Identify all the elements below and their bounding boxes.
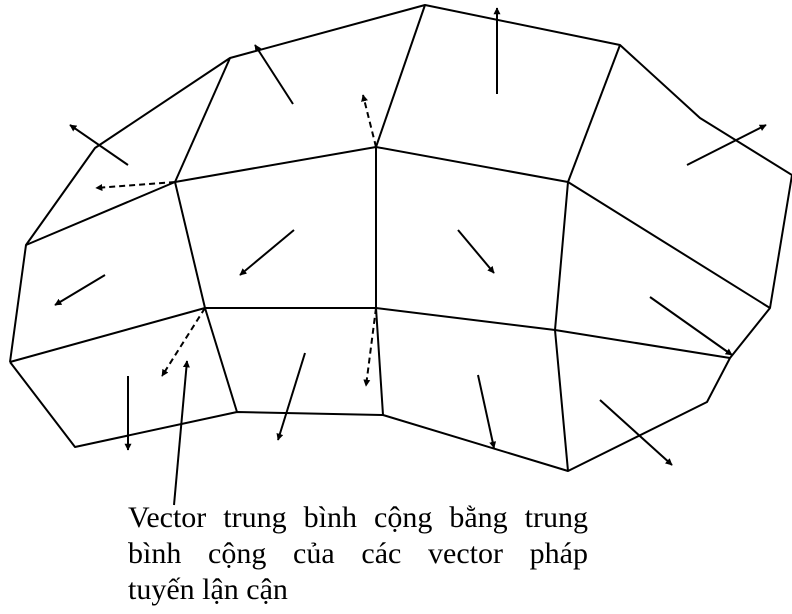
average-normal-arrow-2 bbox=[361, 94, 377, 148]
face-normal-arrow-6 bbox=[239, 229, 295, 276]
face-normal-arrow-10 bbox=[276, 352, 306, 441]
face-normal-arrow-2 bbox=[254, 44, 294, 105]
mesh-edge-5 bbox=[375, 4, 426, 148]
face-normals bbox=[54, 7, 767, 466]
caption-line-1: Vector trung bình cộng bằng trung bbox=[128, 501, 588, 534]
caption-pointer-arrow bbox=[173, 360, 190, 506]
mesh-edge-8 bbox=[375, 147, 384, 416]
average-normal-arrow-3 bbox=[161, 307, 206, 377]
mesh-edge-4 bbox=[174, 57, 231, 183]
caption-line-2: bình cộng của các vector pháp bbox=[128, 537, 588, 570]
mesh-edge-3 bbox=[9, 307, 731, 363]
average-normal-arrow-4 bbox=[363, 307, 377, 387]
average-normal-arrow-1 bbox=[95, 181, 176, 192]
face-normal-arrow-1 bbox=[69, 124, 129, 166]
face-normal-arrow-7 bbox=[457, 229, 495, 274]
caption-line-3: tuyến lận cận bbox=[128, 573, 288, 606]
face-normal-arrow-4 bbox=[686, 124, 767, 166]
face-normal-arrow-5 bbox=[54, 274, 106, 306]
mesh-edge-9 bbox=[554, 181, 569, 472]
face-normal-arrow-11 bbox=[477, 374, 497, 449]
mesh-edge-6 bbox=[567, 44, 621, 183]
caption-pointer bbox=[173, 360, 190, 506]
face-normal-arrow-8 bbox=[649, 296, 733, 356]
mesh-edge-7 bbox=[174, 181, 238, 413]
face-normal-arrow-12 bbox=[599, 399, 673, 466]
caption-text: Vector trung bình cộng bằng trung bình c… bbox=[128, 500, 588, 608]
average-vertex-normals bbox=[95, 94, 377, 387]
mesh-edge-1 bbox=[9, 4, 792, 472]
mesh-edge-2 bbox=[25, 146, 771, 309]
